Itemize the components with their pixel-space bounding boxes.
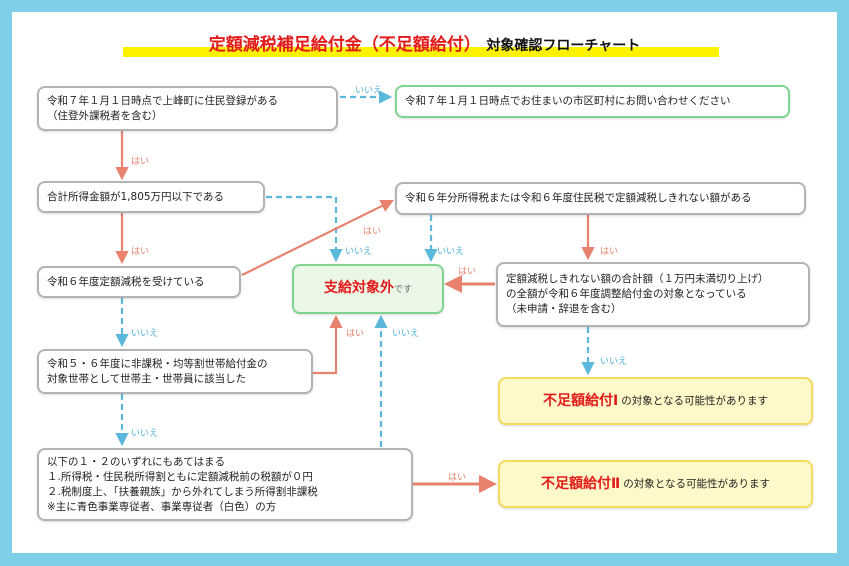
question-unreduced-amount: 令和６年分所得税または令和６年度住民税で定額減税しきれない額がある	[395, 182, 806, 215]
label-no: いいえ	[355, 86, 383, 96]
title-highlight	[123, 47, 719, 57]
label-yes: はい	[448, 473, 467, 483]
arrow-c-f	[266, 195, 343, 263]
box-text: の全額が令和６年度調整給付金の対象となっている	[506, 288, 747, 300]
box-text: ２.税制度上、「扶養親族」から外れてしまう所得割非課税	[47, 485, 318, 498]
box-text: 令和６年度定額減税を受けている	[47, 275, 205, 288]
result-contact-municipality: 令和７年１月１日時点でお住まいの市区町村にお問い合わせください	[395, 85, 790, 118]
label-no: いいえ	[131, 329, 159, 339]
label-no: いいえ	[600, 357, 628, 367]
box-text: 令和５・６年度に非課税・均等割世帯給付金の	[47, 357, 268, 370]
box-text: 以下の１・２のいずれにもあてはまる	[47, 455, 226, 468]
question-income-limit: 合計所得金額が1,805万円以下である	[37, 181, 265, 213]
box-text: 令和７年１月１日時点で上峰町に住民登録がある	[47, 94, 278, 107]
question-resident-registration: 令和７年１月１日時点で上峰町に住民登録がある （住登外課税者を含む）	[37, 86, 338, 131]
box-text: １.所得税・住民税所得割ともに定額減税前の税額が０円	[47, 470, 313, 483]
label-yes: はい	[600, 247, 619, 257]
box-text: （住登外課税者を含む）	[47, 109, 163, 122]
label-yes: はい	[346, 329, 365, 339]
question-tax-exempt-household: 令和５・６年度に非課税・均等割世帯給付金の対象世帯として世帯主・世帯員に該当した	[37, 349, 313, 394]
box-text: 定額減税しきれない額の合計額（１万円未満切り上げ）	[506, 273, 769, 285]
question-received-reduction: 令和６年度定額減税を受けている	[37, 266, 241, 298]
title-main: 定額減税補足給付金（不足額給付）	[208, 35, 481, 55]
arrow-e-d	[241, 199, 394, 276]
label-yes: はい	[131, 247, 150, 257]
box-text: 令和７年１月１日時点でお住まいの市区町村にお問い合わせください	[405, 95, 731, 107]
label-yes: はい	[458, 267, 477, 277]
box-text: 合計所得金額が1,805万円以下である	[47, 190, 224, 203]
label-yes: はい	[363, 227, 382, 237]
box-text: （未申請・辞退を含む）	[506, 303, 622, 315]
question-both-conditions: 以下の１・２のいずれにもあてはまる １.所得税・住民税所得割ともに定額減税前の税額…	[37, 448, 413, 521]
label-no: いいえ	[392, 329, 420, 339]
box-text: ※主に青色事業専従者、事業専従者（白色）の方	[47, 500, 277, 513]
arrow-h-f	[313, 314, 343, 375]
label-no: いいえ	[345, 247, 373, 257]
box-text: 令和６年分所得税または令和６年度住民税で定額減税しきれない額がある	[405, 192, 752, 204]
shortfall-1-label: 不足額給付Ⅰ	[543, 392, 619, 409]
result-not-eligible: 支給対象外です	[292, 264, 444, 314]
shortfall-2-label: 不足額給付Ⅱ	[541, 475, 621, 492]
not-eligible-suffix: です	[393, 284, 412, 295]
box-text: 支給対象外です	[323, 279, 412, 298]
label-no: いいえ	[437, 247, 465, 257]
label-no: いいえ	[131, 429, 159, 439]
label-yes: はい	[131, 157, 150, 167]
page-title: 定額減税補足給付金（不足額給付） 対象確認フローチャート	[0, 30, 849, 55]
title-sub: 対象確認フローチャート	[486, 38, 641, 54]
box-text: 対象世帯として世帯主・世帯員に該当した	[47, 372, 247, 385]
shortfall-2-suffix: の対象となる可能性があります	[623, 477, 770, 490]
question-adjustment-benefit: 定額減税しきれない額の合計額（１万円未満切り上げ） の全額が令和６年度調整給付金の…	[496, 262, 810, 327]
shortfall-1-suffix: の対象となる可能性があります	[621, 394, 768, 407]
not-eligible-label: 支給対象外	[323, 279, 394, 296]
